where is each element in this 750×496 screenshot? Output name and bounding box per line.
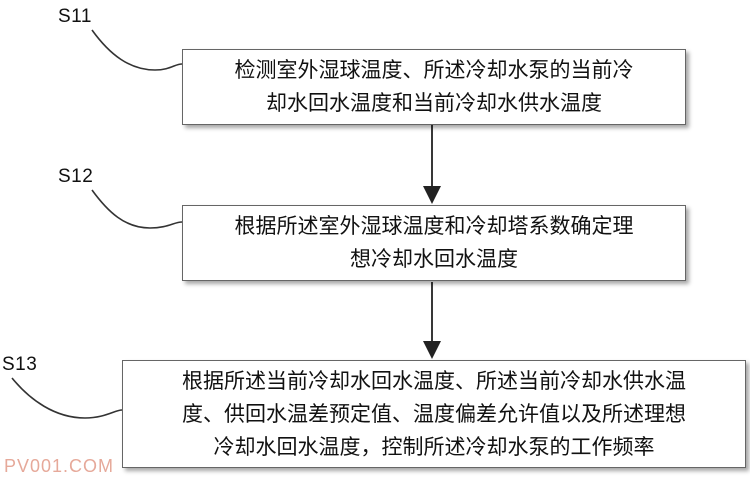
step-s12-line-2: 想冷却水回水温度 bbox=[350, 247, 518, 271]
step-s11-line-1: 检测室外湿球温度、所述冷却水泵的当前冷 bbox=[234, 58, 634, 82]
step-s13-line-2: 度、供回水温差预定值、温度偏差允许值以及所述理想 bbox=[182, 401, 686, 426]
step-s11-line-2: 却水回水温度和当前冷却水供水温度 bbox=[266, 91, 602, 115]
s13-leader-line bbox=[11, 377, 123, 419]
step-s13-line-1: 根据所述当前冷却水回水温度、所述当前冷却水供水温 bbox=[182, 368, 686, 393]
watermark: PV001.COM bbox=[4, 456, 115, 476]
step-s13-line-3: 冷却水回水温度，控制所述冷却水泵的工作频率 bbox=[213, 434, 655, 459]
step-label-s13: S13 bbox=[2, 354, 38, 375]
s11-leader-line bbox=[91, 29, 183, 71]
step-label-s12: S12 bbox=[58, 166, 94, 187]
step-box-s12: 根据所述室外湿球温度和冷却塔系数确定理 想冷却水回水温度 bbox=[182, 205, 686, 281]
step-label-s11: S11 bbox=[58, 6, 92, 27]
step-box-s13: 根据所述当前冷却水回水温度、所述当前冷却水供水温 度、供回水温差预定值、温度偏差… bbox=[122, 360, 746, 468]
step-s12-line-1: 根据所述室外湿球温度和冷却塔系数确定理 bbox=[234, 214, 634, 238]
s12-leader-line bbox=[91, 189, 183, 229]
step-box-s11: 检测室外湿球温度、所述冷却水泵的当前冷 却水回水温度和当前冷却水供水温度 bbox=[182, 49, 686, 125]
